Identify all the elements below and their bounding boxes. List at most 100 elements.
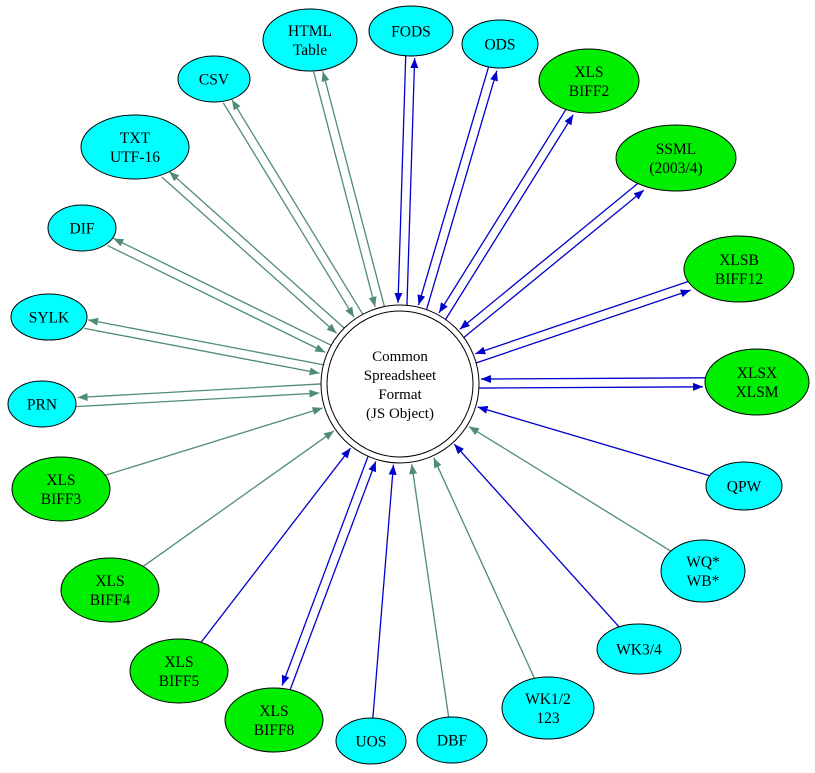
node-dbf: DBF <box>416 716 488 764</box>
node-xls-biff2: XLS BIFF2 <box>538 48 640 114</box>
edge-read-csv <box>222 102 355 318</box>
node-fods: FODS <box>368 5 454 57</box>
label-line: XLSB <box>719 252 759 269</box>
label-line: XLS <box>259 703 288 720</box>
edge-read-xls-biff8 <box>289 461 377 691</box>
label-line: Format <box>378 387 422 403</box>
edge-read-ods <box>417 66 490 306</box>
edge-write-prn <box>77 383 321 401</box>
node-txt-utf16-shape <box>80 114 190 180</box>
edge-write-fods <box>406 58 419 306</box>
node-xls-biff4: XLS BIFF4 <box>60 557 160 623</box>
node-xls-biff2-shape <box>538 48 640 114</box>
label-line: HTML <box>288 23 332 40</box>
edge-write-xls-biff2 <box>445 114 574 320</box>
edge-read-xlsx <box>480 374 705 383</box>
label-line: XLS <box>95 573 124 590</box>
node-csv: CSV <box>177 55 251 103</box>
edge-read-ssml <box>459 181 641 330</box>
node-wq-wb-shape <box>660 539 746 603</box>
node-prn: PRN <box>7 380 77 428</box>
node-csv-shape <box>177 55 251 103</box>
edge-write-ssml <box>463 189 645 338</box>
label-line: 123 <box>536 710 560 727</box>
node-wk34-shape <box>596 623 682 675</box>
label-line: (JS Object) <box>366 406 434 422</box>
label-line: FODS <box>391 24 431 41</box>
node-sylk: SYLK <box>10 293 88 341</box>
label-line: WK3/4 <box>616 642 662 659</box>
edge-read-dbf <box>409 464 450 718</box>
node-dif-shape <box>47 204 117 252</box>
label-line: WK1/2 <box>525 691 571 708</box>
edge-write-html-table <box>321 71 385 307</box>
label-line: QPW <box>727 479 762 496</box>
label-line: BIFF2 <box>569 83 610 100</box>
edge-read-xls-biff2 <box>438 107 568 314</box>
label-line: WB* <box>687 573 720 590</box>
label-line: UTF-16 <box>110 149 160 166</box>
edge-read-html-table <box>313 71 377 307</box>
edge-read-wk12 <box>433 457 536 679</box>
edge-write-xlsx <box>479 382 704 391</box>
node-html-table-shape <box>262 8 358 72</box>
node-txt-utf16: TXT UTF-16 <box>80 114 190 180</box>
node-fods-shape <box>368 5 454 57</box>
node-dbf-shape <box>416 716 488 764</box>
label-line: XLSX <box>737 365 777 382</box>
node-uos: UOS <box>335 717 407 765</box>
label-line: WQ* <box>686 554 720 571</box>
edge-read-xls-biff4 <box>142 430 335 567</box>
edge-read-sylk <box>84 327 320 376</box>
node-ssml: SSML(2003/4) <box>615 124 737 192</box>
node-xls-biff3: XLS BIFF3 <box>11 456 111 522</box>
node-qpw-shape <box>705 461 783 511</box>
label-line: Table <box>293 42 327 59</box>
node-xls-biff5-shape <box>129 638 229 704</box>
label-line: BIFF3 <box>41 491 82 508</box>
edge-read-xls-biff3 <box>105 407 323 476</box>
edge-read-txt-utf16 <box>161 176 338 334</box>
csf-inner-circle <box>326 310 474 458</box>
node-xlsx-shape <box>704 348 810 416</box>
node-xls-biff4-shape <box>60 557 160 623</box>
edge-read-prn <box>76 389 320 408</box>
node-dif: DIF <box>47 204 117 252</box>
edge-read-dif <box>107 244 326 353</box>
label-line: XLS <box>574 64 603 81</box>
label-line: DIF <box>70 221 95 238</box>
edge-write-txt-utf16 <box>168 171 345 329</box>
node-ods: ODS <box>461 19 539 69</box>
node-html-table: HTML Table <box>262 8 358 72</box>
node-wk12: WK1/2 123 <box>501 676 595 740</box>
edge-read-wk34 <box>453 443 620 628</box>
label-line: CSV <box>199 72 230 89</box>
edge-read-xlsb <box>475 280 690 355</box>
node-ssml-shape <box>615 124 737 192</box>
label-line: UOS <box>355 734 386 751</box>
node-wq-wb: WQ* WB* <box>660 539 746 603</box>
node-sylk-shape <box>10 293 88 341</box>
label-line: ODS <box>484 37 515 54</box>
label-line: XLS <box>46 472 75 489</box>
node-ods-shape <box>461 19 539 69</box>
node-xls-biff3-shape <box>11 456 111 522</box>
edge-write-csv <box>231 99 364 315</box>
node-uos-shape <box>335 717 407 765</box>
label-line: PRN <box>27 397 57 414</box>
node-wk12-shape <box>501 676 595 740</box>
label-line: XLSM <box>735 384 778 401</box>
label-line: (2003/4) <box>649 160 702 177</box>
label-line: DBF <box>437 733 468 750</box>
edge-write-dif <box>113 237 332 346</box>
edge-read-qpw <box>477 406 710 477</box>
label-line: Common <box>372 349 428 365</box>
label-line: TXT <box>120 130 151 147</box>
label-line: BIFF4 <box>90 592 131 609</box>
edge-read-fods <box>394 55 407 303</box>
edge-read-xls-biff5 <box>200 447 352 643</box>
